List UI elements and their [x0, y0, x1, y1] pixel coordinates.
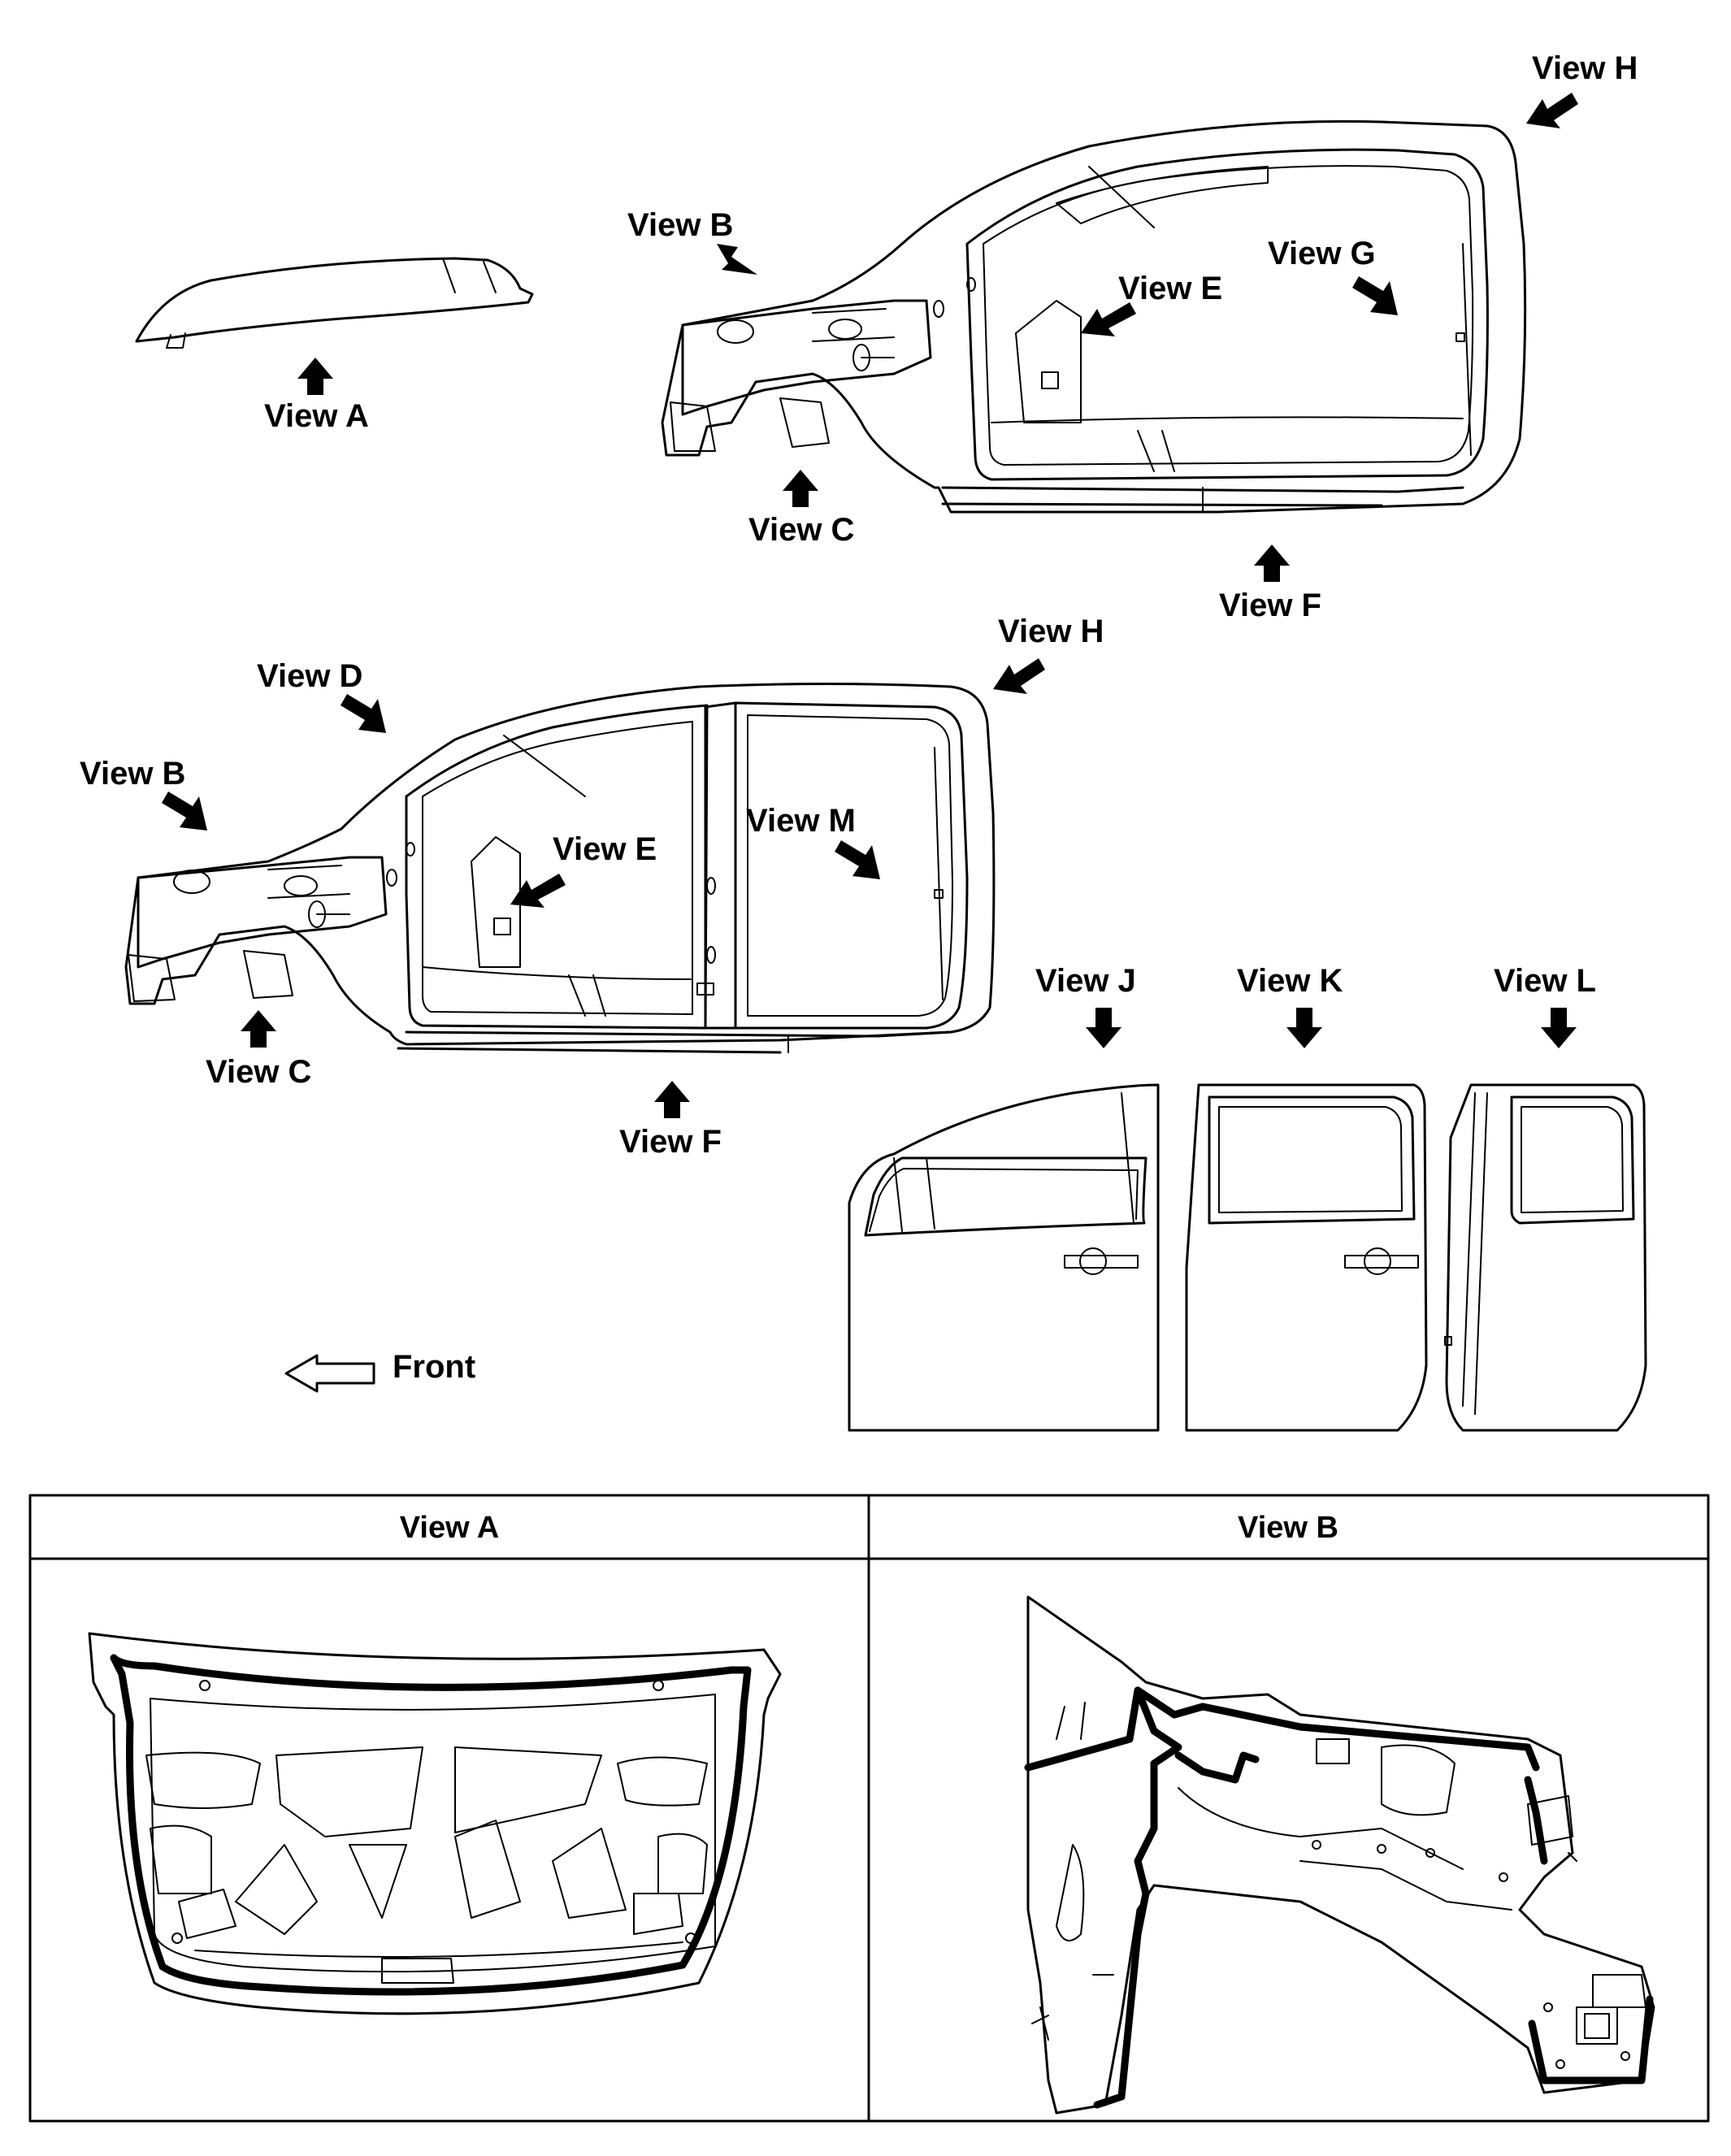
view-b-label-mid: View B [80, 756, 185, 792]
view-f-arrow-top [1254, 544, 1290, 582]
view-j-arrow [1086, 1008, 1121, 1048]
view-h-label-top: View H [1532, 50, 1638, 86]
view-l-arrow [1541, 1008, 1577, 1048]
view-m-label: View M [746, 803, 856, 839]
view-k-label: View K [1237, 963, 1343, 999]
view-k-arrow [1286, 1008, 1322, 1048]
view-e-arrow-mid [510, 874, 566, 908]
view-c-arrow-top [783, 470, 818, 507]
view-a-hood-detail [88, 1632, 782, 2015]
view-g-label: View G [1268, 236, 1376, 271]
view-l-label: View L [1494, 963, 1596, 999]
view-f-arrow-mid [654, 1081, 690, 1118]
detail-table [28, 1494, 1710, 2123]
view-e-label-mid: View E [553, 831, 657, 867]
view-h-arrow-top [1526, 93, 1578, 128]
view-h-arrow-mid [993, 658, 1045, 694]
view-h-label-mid: View H [998, 614, 1104, 649]
outline-arrow-left-icon [284, 1354, 375, 1393]
view-f-label-top: View F [1219, 588, 1321, 623]
view-g-arrow [1352, 276, 1398, 315]
table-header-view-a: View A [400, 1511, 500, 1545]
view-a-arrow [297, 358, 333, 395]
view-d-arrow [341, 694, 386, 733]
body-side-top [661, 119, 1527, 514]
view-c-label-mid: View C [206, 1054, 311, 1090]
view-b-arrow-top [717, 244, 757, 275]
body-side-middle [124, 683, 996, 1054]
rear-access-door [1444, 1083, 1647, 1432]
view-m-arrow [835, 840, 880, 879]
view-c-arrow-mid [241, 1010, 276, 1048]
view-f-label-mid: View F [619, 1124, 722, 1160]
table-header-view-b: View B [1238, 1511, 1338, 1545]
front-door [848, 1083, 1160, 1432]
view-b-apron-detail [1024, 1595, 1655, 2115]
view-b-arrow-mid [162, 792, 207, 831]
view-j-label: View J [1035, 963, 1136, 999]
view-b-label-top: View B [627, 207, 733, 243]
view-e-label-top: View E [1118, 271, 1222, 306]
front-label: Front [393, 1349, 475, 1385]
view-d-label: View D [257, 658, 362, 694]
view-c-label-top: View C [748, 512, 854, 548]
rear-door [1185, 1083, 1428, 1432]
view-a-label: View A [264, 398, 369, 434]
view-e-arrow-top [1081, 302, 1136, 336]
hood-outline [135, 257, 534, 349]
